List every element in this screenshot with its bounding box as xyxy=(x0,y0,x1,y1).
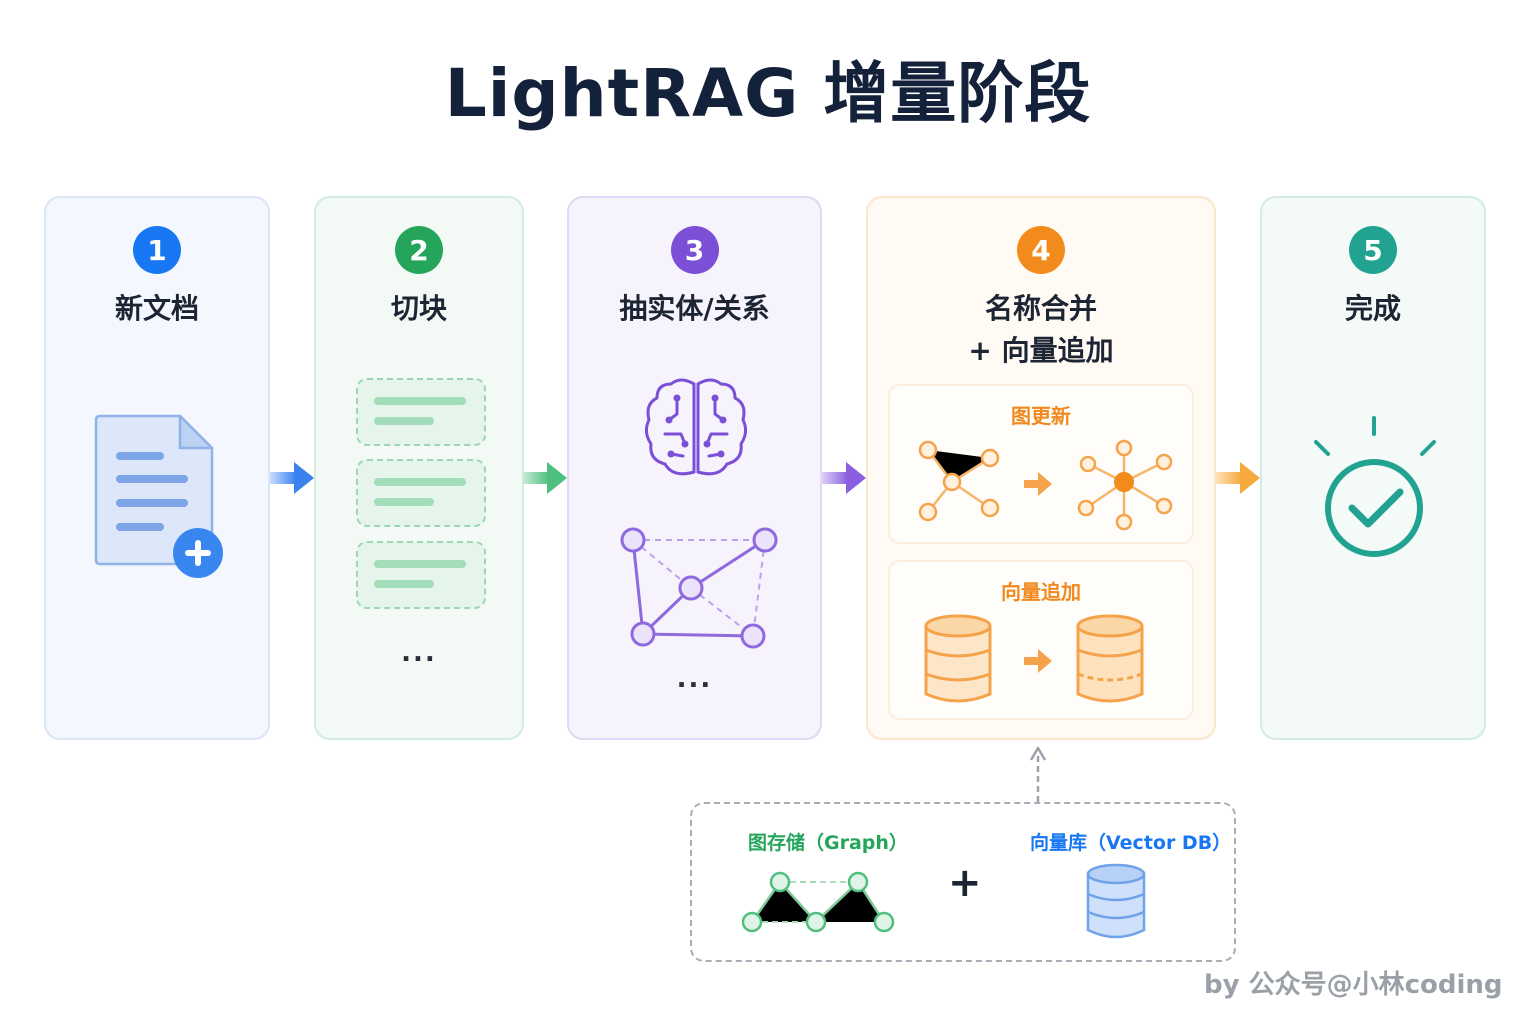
graph-update-icon xyxy=(918,439,1173,531)
entities-ellipsis: ... xyxy=(676,664,713,694)
step-panel-merge-and-append: 4 名称合并 + 向量追加 图更新 向量追加 xyxy=(866,196,1216,740)
step-label-5: 完成 xyxy=(1344,292,1401,325)
graph-storage-label: 图存储（Graph） xyxy=(748,832,908,854)
graph-update-title: 图更新 xyxy=(1011,404,1071,428)
vector-append-title: 向量追加 xyxy=(1001,580,1081,604)
step-panel-new-document: 1 新文档 xyxy=(44,196,270,740)
brain-icon xyxy=(644,378,748,476)
vector-append-card: 向量追加 xyxy=(888,560,1194,720)
vector-db-label: 向量库（Vector DB） xyxy=(1030,832,1232,854)
storage-panel: 图存储（Graph） + 向量库（Vector DB） xyxy=(690,802,1236,962)
step-panel-complete: 5 完成 xyxy=(1260,196,1486,740)
step-badge-5: 5 xyxy=(1349,226,1397,274)
chunks-ellipsis: ... xyxy=(401,638,437,668)
graph-update-card: 图更新 xyxy=(888,384,1194,544)
step-badge-3: 3 xyxy=(670,226,719,274)
flow-arrow-2 xyxy=(523,462,567,494)
flow-arrow-3 xyxy=(822,462,866,494)
check-circle-icon xyxy=(1314,416,1436,557)
step-label-4: 名称合并 xyxy=(984,292,1097,325)
new-document-icon xyxy=(94,414,223,578)
entity-relation-graph-icon xyxy=(620,527,778,649)
step-badge-2: 2 xyxy=(395,226,443,274)
page-title: LightRAG 增量阶段 xyxy=(444,55,1092,132)
step-badge-1: 1 xyxy=(133,226,181,274)
vector-append-icon xyxy=(924,614,1144,703)
author-credit: by 公众号@小林coding xyxy=(1204,970,1503,1000)
step-label-3: 抽实体/关系 xyxy=(619,292,770,325)
step-badge-4: 4 xyxy=(1017,226,1065,274)
flow-arrow-1 xyxy=(270,462,314,494)
flow-arrow-4 xyxy=(1216,462,1260,494)
step-sublabel-4: + 向量追加 xyxy=(968,334,1114,367)
storage-plus: + xyxy=(948,860,982,906)
step-panel-chunking: 2 切块 ... xyxy=(314,196,524,740)
step-label-2: 切块 xyxy=(390,292,447,325)
step-label-1: 新文档 xyxy=(114,292,199,325)
text-chunks-icon xyxy=(356,378,486,609)
storage-to-merge-arrow xyxy=(1029,746,1047,802)
graph-storage-icon xyxy=(741,871,895,933)
step-panel-extract-entities: 3 抽实体/关系 ... xyxy=(567,196,822,740)
vector-db-icon xyxy=(1086,863,1146,939)
